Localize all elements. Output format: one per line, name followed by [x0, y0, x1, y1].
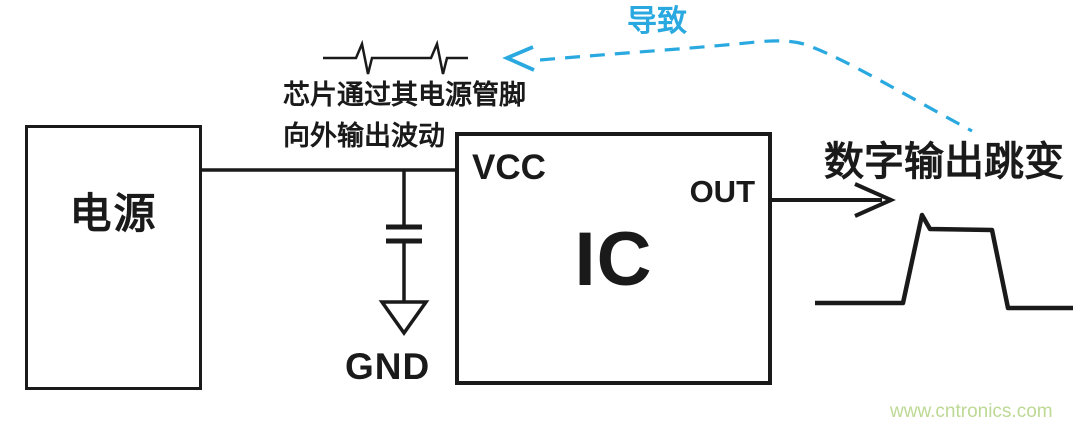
ic-box: VCC OUT IC [455, 132, 772, 385]
out-pin-label: OUT [689, 174, 755, 209]
ground-icon [378, 300, 430, 337]
cause-dashed-arrow-icon [502, 39, 973, 133]
ic-label: IC [574, 217, 653, 302]
cause-label: 导致 [627, 5, 687, 38]
output-pulse-waveform-icon [815, 212, 1073, 311]
watermark-text: www.cntronics.com [890, 401, 1053, 422]
noise-caption-line1: 芯片通过其电源管脚 [283, 80, 526, 110]
out-arrow-icon [772, 182, 896, 218]
capacitor-icon [386, 170, 422, 302]
power-supply-label: 电源 [69, 190, 158, 237]
glitch-waveform-icon [323, 39, 468, 75]
output-transition-label: 数字输出跳变 [824, 140, 1064, 184]
gnd-label: GND [345, 346, 431, 387]
vcc-pin-label: VCC [472, 148, 546, 187]
noise-caption-line2: 向外输出波动 [283, 121, 445, 151]
power-supply-box: 电源 [25, 125, 202, 390]
